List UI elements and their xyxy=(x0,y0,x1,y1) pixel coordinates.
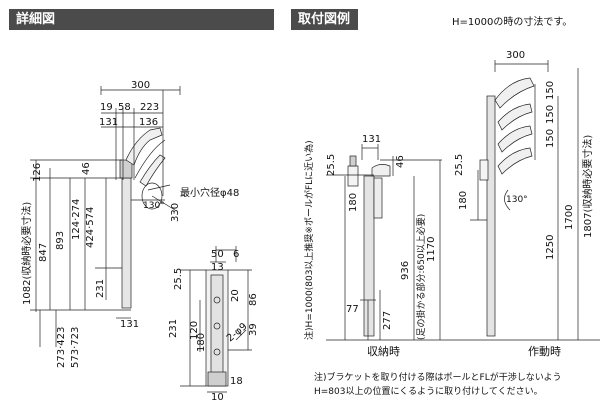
dim-223: 223 xyxy=(140,102,159,113)
wk-1700: 1700 xyxy=(564,205,575,230)
br-120: 120 xyxy=(189,321,200,340)
st-131: 131 xyxy=(362,134,381,145)
wk-angle: 130° xyxy=(506,195,528,205)
dim-573-723: 573·723 xyxy=(70,327,81,368)
footnote-line-1: 注)ブラケットを取り付ける際はポールとFLが干渉しないよう xyxy=(314,371,562,383)
st-77: 77 xyxy=(346,304,359,315)
work-pole xyxy=(486,95,496,337)
br-180: 180 xyxy=(196,333,207,352)
br-6: 6 xyxy=(233,249,239,260)
angle-130: 130° xyxy=(143,201,165,211)
top-note: H=1000の時の寸法です。 xyxy=(452,17,573,28)
detail-header: 詳細図 xyxy=(9,9,274,30)
install-header: 取付図例 xyxy=(291,9,358,30)
footnote-line-2: H=803以上の位置にくるように取り付けしてください。 xyxy=(314,385,543,397)
br-10: 10 xyxy=(211,392,224,403)
wk-150b: 150 xyxy=(545,105,556,124)
wk-25-5: 25.5 xyxy=(454,154,465,176)
dim-131-bottom: 131 xyxy=(120,319,139,330)
wk-150a: 150 xyxy=(545,81,556,100)
br-39: 39 xyxy=(248,323,259,336)
st-277: 277 xyxy=(382,311,393,330)
dim-46: 46 xyxy=(81,162,92,175)
dim-847: 847 xyxy=(38,243,49,262)
dim-19: 19 xyxy=(100,102,113,113)
detail-arm xyxy=(125,127,163,166)
st-180: 180 xyxy=(348,193,359,212)
br-86: 86 xyxy=(248,293,259,306)
dim-58: 58 xyxy=(118,102,131,113)
stored-label: 収納時 xyxy=(367,345,400,358)
dim-126: 126 xyxy=(32,163,43,182)
dim-893: 893 xyxy=(55,231,66,250)
st-46: 46 xyxy=(395,155,406,168)
detail-pole xyxy=(121,177,132,309)
br-hole-label: 2-φ9 xyxy=(225,321,250,344)
br-20: 20 xyxy=(230,289,241,302)
wk-300: 300 xyxy=(506,50,525,61)
dim-131: 131 xyxy=(99,117,118,128)
br-18: 18 xyxy=(230,376,243,387)
dim-231: 231 xyxy=(95,279,106,298)
dim-1082-label: 1082(収納時必要寸法) xyxy=(20,202,33,305)
work-label: 作動時 xyxy=(528,344,561,358)
wk-180: 180 xyxy=(458,191,469,210)
dim-124-274: 124·274 xyxy=(71,199,82,240)
br-231: 231 xyxy=(168,319,179,338)
br-50: 50 xyxy=(211,249,224,260)
st-25-5: 25.5 xyxy=(326,154,337,176)
br-13: 13 xyxy=(211,262,224,273)
stored-pole xyxy=(363,175,375,337)
wk-1807-label: 1807(収納時必要寸法) xyxy=(581,135,594,238)
st-936: 936 xyxy=(400,261,411,280)
st-note2: (足の掛かる部分:650以上必要) xyxy=(415,214,427,340)
detail-pivot xyxy=(141,182,163,210)
wk-150c: 150 xyxy=(545,129,556,148)
dim-424-574: 424·574 xyxy=(85,207,96,248)
dim-136: 136 xyxy=(139,117,158,128)
wk-1250: 1250 xyxy=(545,235,556,260)
dim-300: 300 xyxy=(131,80,150,91)
st-note: 注)H=1000(803以上推奨※ポールがFLに近い為) xyxy=(303,140,315,340)
hole-label: 最小穴径φ48 xyxy=(180,186,239,199)
dim-273-423: 273·423 xyxy=(56,327,67,368)
br-25-5: 25.5 xyxy=(173,268,184,290)
dim-330: 330 xyxy=(170,203,181,222)
st-1170: 1170 xyxy=(426,237,437,262)
